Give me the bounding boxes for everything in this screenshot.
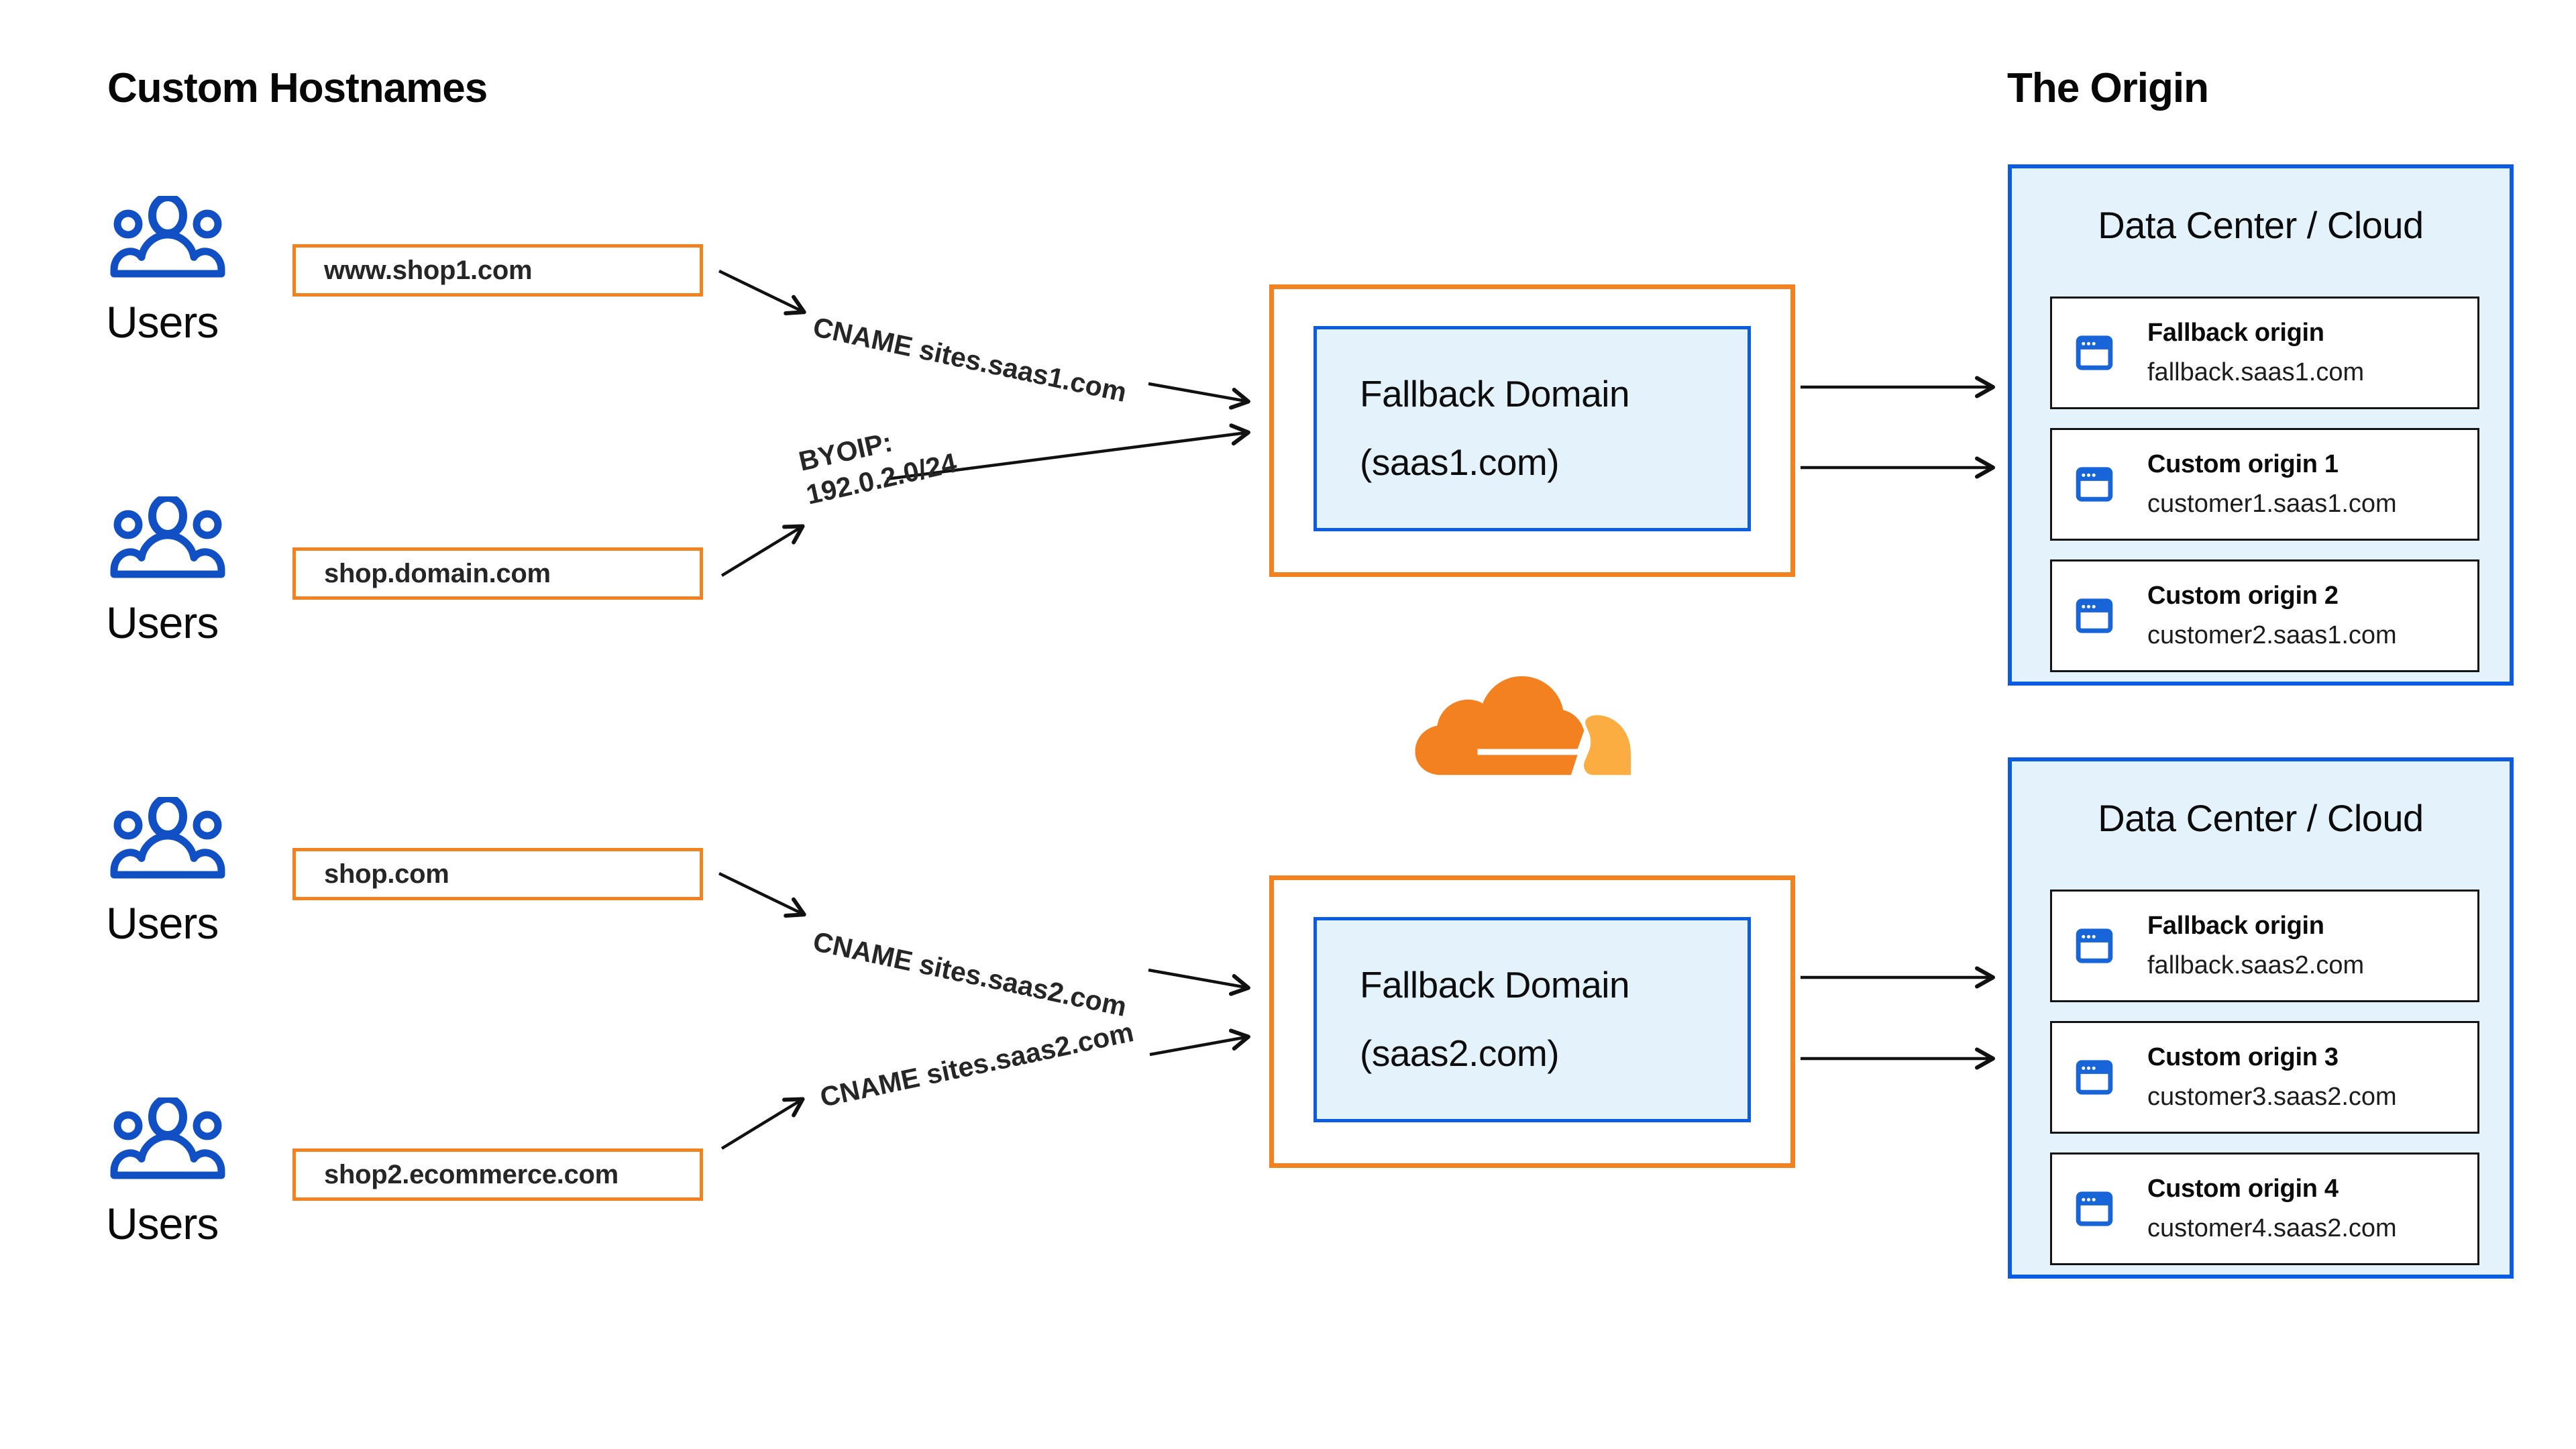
- the-origin-heading: The Origin: [2007, 65, 2209, 111]
- hostname-label: www.shop1.com: [324, 255, 533, 285]
- users-group-icon: [109, 797, 227, 883]
- browser-window-icon: [2075, 596, 2114, 635]
- data-center-title: Data Center / Cloud: [2098, 204, 2424, 246]
- data-center-1: Data Center / Cloud Fallback origin fall…: [2008, 164, 2514, 686]
- browser-window-icon: [2075, 333, 2114, 372]
- origin-card-custom1: Custom origin 1 customer1.saas1.com: [2050, 428, 2479, 541]
- fallback-domain-saas2: Fallback Domain (saas2.com): [1313, 917, 1751, 1122]
- origin-name: Custom origin 1: [2147, 450, 2339, 478]
- users-group-icon: [109, 496, 227, 582]
- origin-host: fallback.saas2.com: [2147, 951, 2365, 979]
- edge-label-cname-saas1: CNAME sites.saas1.com: [810, 311, 1130, 408]
- origin-name: Fallback origin: [2147, 319, 2324, 347]
- origin-name: Custom origin 4: [2147, 1175, 2339, 1203]
- data-center-2: Data Center / Cloud Fallback origin fall…: [2008, 757, 2514, 1279]
- browser-window-icon: [2075, 1189, 2114, 1228]
- origin-card-fallback-saas1: Fallback origin fallback.saas1.com: [2050, 297, 2479, 409]
- users-label: Users: [106, 297, 219, 347]
- origin-card-custom4: Custom origin 4 customer4.saas2.com: [2050, 1152, 2479, 1265]
- users-group-icon: [109, 1097, 227, 1183]
- hostname-box-shop2: shop2.ecommerce.com: [292, 1148, 703, 1201]
- users-label: Users: [106, 598, 219, 647]
- edge-label-cname-saas2-lower: CNAME sites.saas2.com: [817, 1016, 1136, 1113]
- origin-host: customer3.saas2.com: [2147, 1083, 2397, 1111]
- hostname-box-shopdomain: shop.domain.com: [292, 547, 703, 600]
- arrow-shop1-to-cname1: [718, 269, 806, 316]
- origin-card-custom2: Custom origin 2 customer2.saas1.com: [2050, 559, 2479, 672]
- arrow-cname2b-to-fallback2: [1149, 1028, 1250, 1057]
- fallback-domain-subtitle: (saas1.com): [1360, 441, 1560, 483]
- arrow-shopcom-to-cname2a: [718, 871, 806, 918]
- hostname-box-shop1: www.shop1.com: [292, 244, 703, 297]
- hostname-box-shopcom: shop.com: [292, 848, 703, 900]
- origin-card-custom3: Custom origin 3 customer3.saas2.com: [2050, 1021, 2479, 1134]
- arrow-cname1-to-fallback1: [1148, 382, 1250, 410]
- data-center-title: Data Center / Cloud: [2098, 797, 2424, 839]
- edge-label-cname-saas2-upper: CNAME sites.saas2.com: [810, 925, 1130, 1022]
- fallback-domain-saas1: Fallback Domain (saas1.com): [1313, 326, 1751, 531]
- fallback-domain-title: Fallback Domain: [1360, 964, 1630, 1006]
- fallback-domain-subtitle: (saas2.com): [1360, 1032, 1560, 1074]
- users-label: Users: [106, 898, 219, 948]
- browser-window-icon: [2075, 1058, 2114, 1097]
- origin-host: customer4.saas2.com: [2147, 1214, 2397, 1242]
- arrow-cname2a-to-fallback2: [1148, 968, 1250, 996]
- hostname-label: shop.domain.com: [324, 558, 551, 588]
- origin-name: Custom origin 3: [2147, 1043, 2339, 1071]
- origin-host: customer2.saas1.com: [2147, 621, 2397, 649]
- users-group-icon: [109, 196, 227, 282]
- edge-label-byoip: BYOIP: 192.0.2.0/24: [796, 413, 960, 513]
- origin-host: customer1.saas1.com: [2147, 490, 2397, 518]
- arrow-shopdomain-to-byoip: [720, 524, 805, 577]
- origin-host: fallback.saas1.com: [2147, 358, 2365, 386]
- cloudflare-logo: [1415, 676, 1631, 775]
- arrow-shop2-to-cname2b: [720, 1097, 805, 1150]
- origin-card-fallback-saas2: Fallback origin fallback.saas2.com: [2050, 890, 2479, 1002]
- fallback-domain-title: Fallback Domain: [1360, 373, 1630, 415]
- hostname-label: shop2.ecommerce.com: [324, 1159, 619, 1189]
- users-label: Users: [106, 1199, 219, 1248]
- hostname-label: shop.com: [324, 859, 449, 889]
- origin-name: Custom origin 2: [2147, 582, 2339, 610]
- origin-name: Fallback origin: [2147, 912, 2324, 940]
- custom-hostnames-heading: Custom Hostnames: [107, 65, 488, 111]
- browser-window-icon: [2075, 465, 2114, 504]
- browser-window-icon: [2075, 926, 2114, 965]
